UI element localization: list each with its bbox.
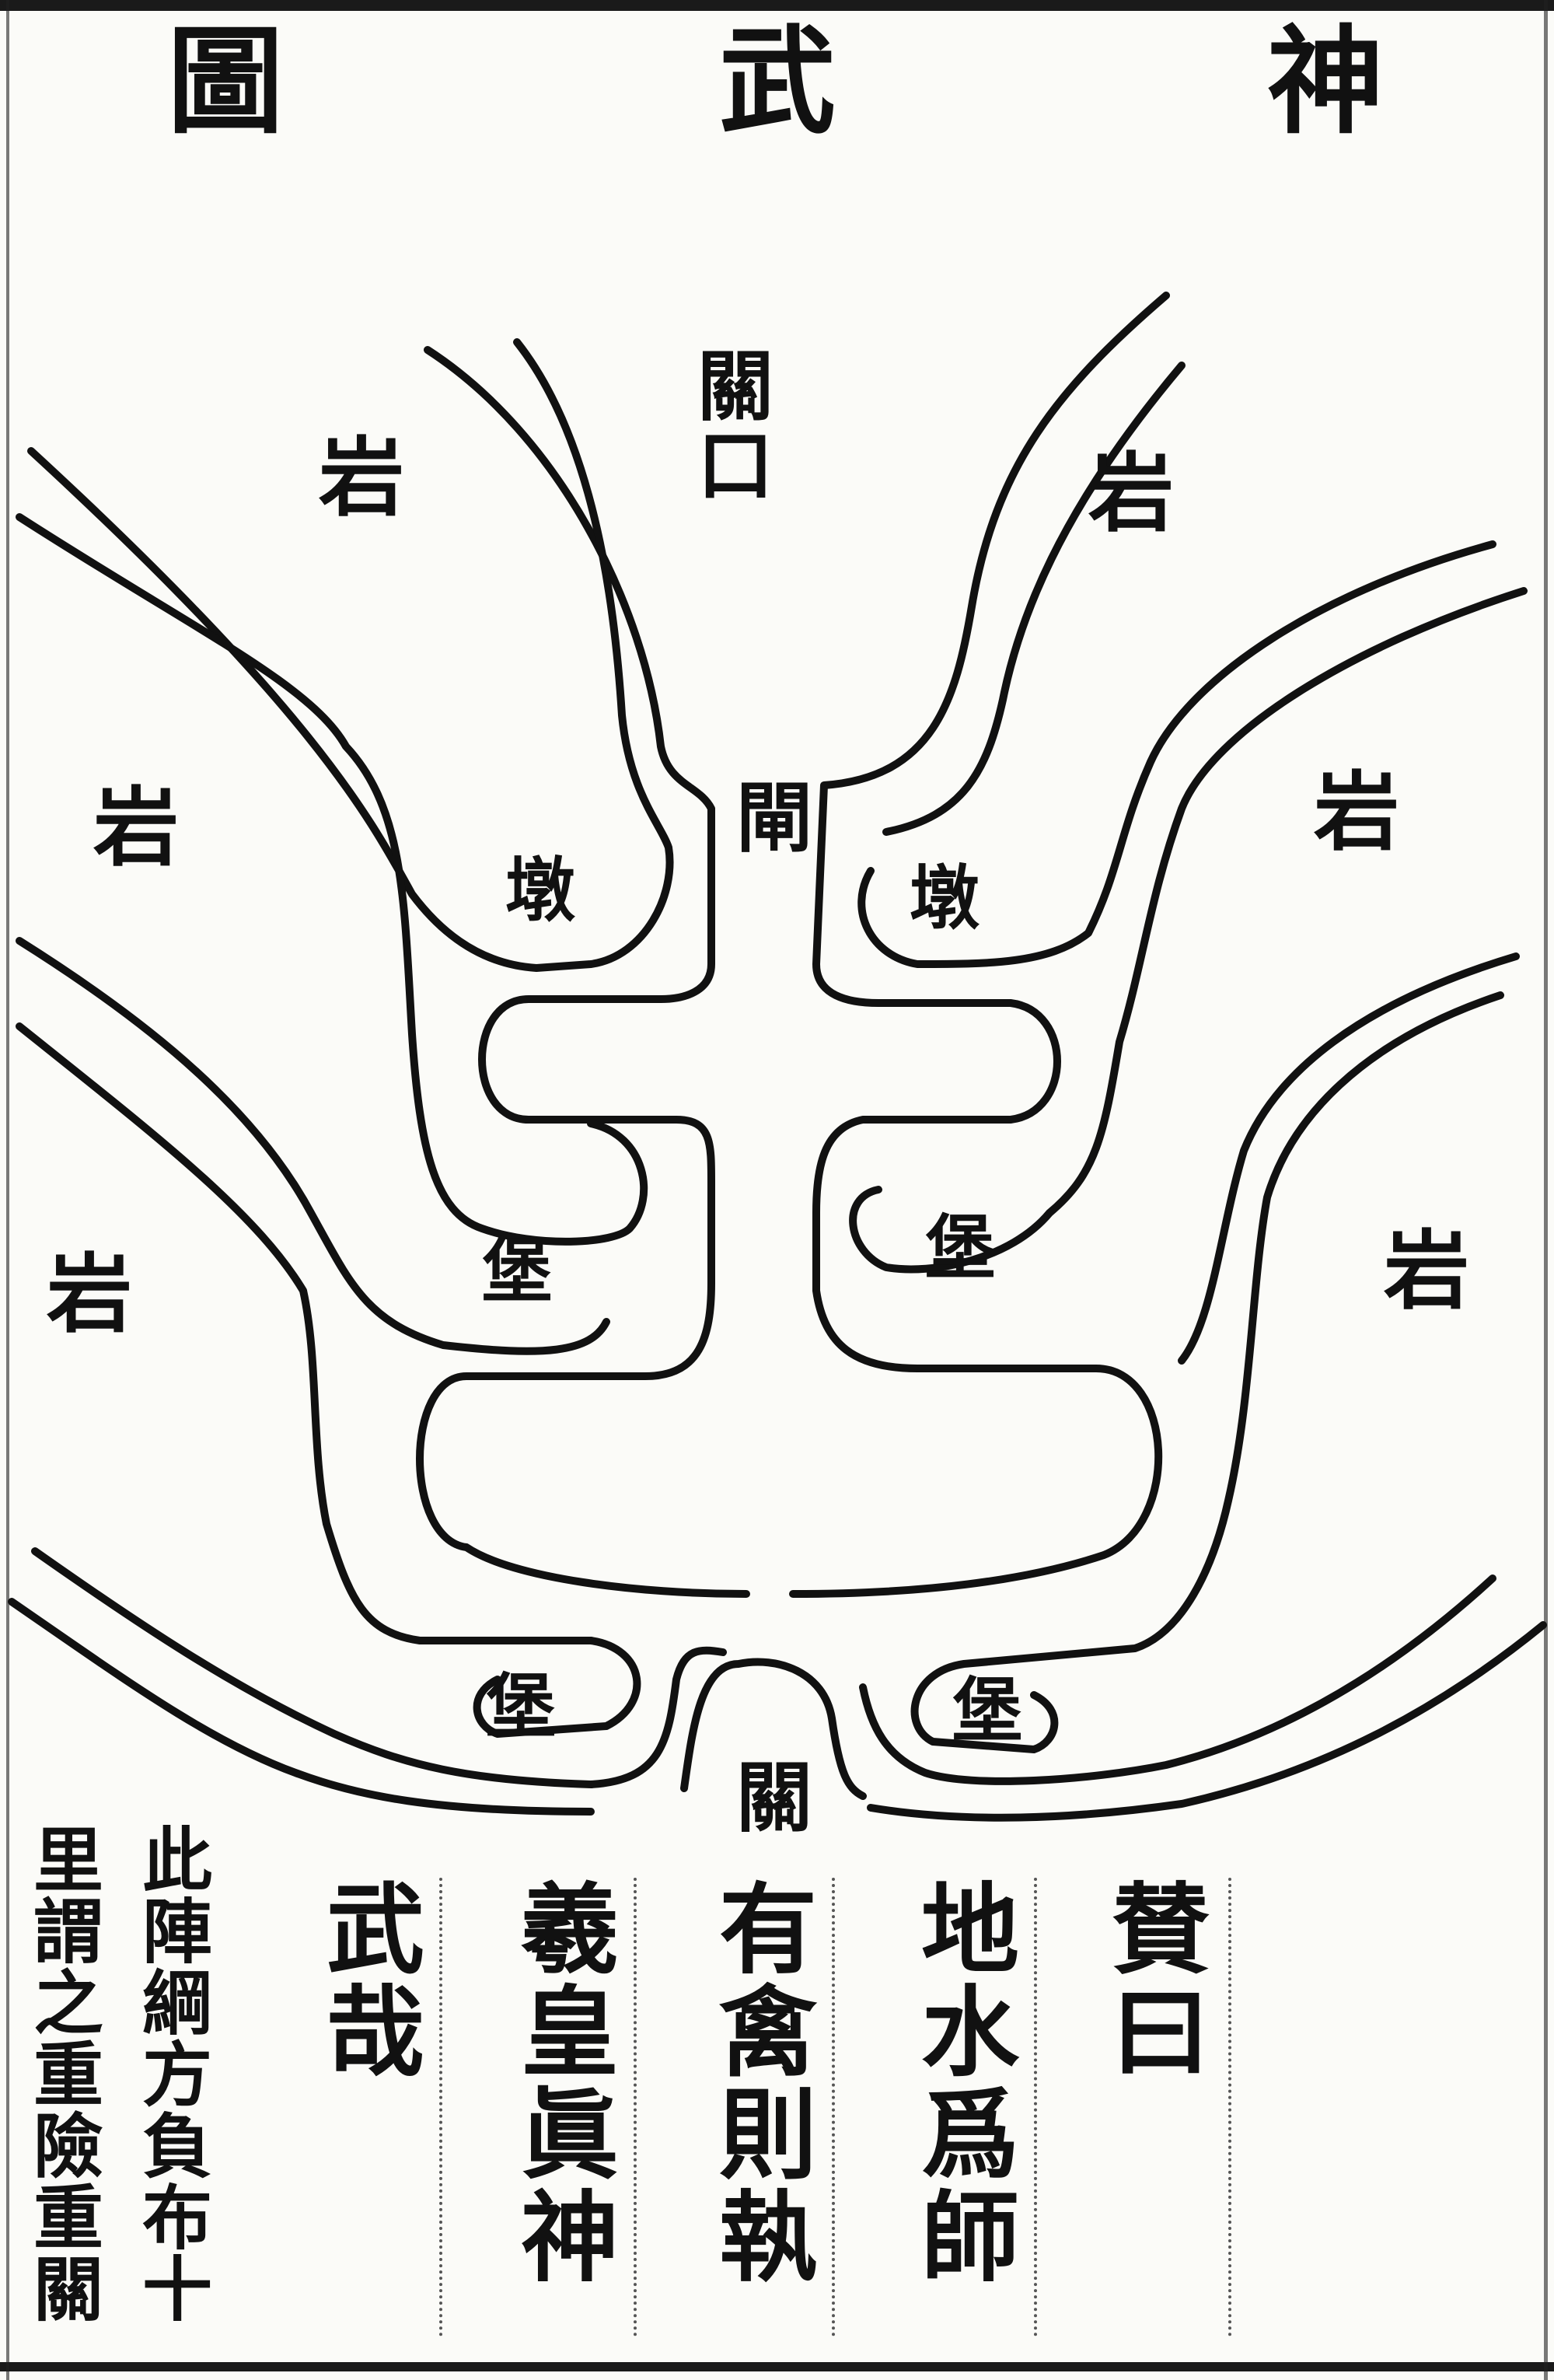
column-rule-3 bbox=[832, 1878, 835, 2336]
label-rock-3: 岩 bbox=[93, 778, 179, 878]
wall-right-bottom-lower bbox=[867, 1621, 1547, 1822]
verse-col-2: 地水爲師 bbox=[905, 1878, 1020, 2288]
wall-right-third bbox=[849, 587, 1528, 1274]
wall-right-fourth bbox=[1178, 952, 1520, 1365]
column-rule-5 bbox=[439, 1878, 442, 2336]
note-col-1: 此陣綱方負布十 bbox=[130, 1823, 212, 2324]
title-char-shen: 神 bbox=[1267, 13, 1385, 150]
wall-right-second bbox=[857, 540, 1496, 968]
column-rule-4 bbox=[634, 1878, 637, 2336]
label-rock-6: 岩 bbox=[1384, 1221, 1469, 1321]
label-rock-5: 岩 bbox=[47, 1244, 132, 1344]
column-rule-1 bbox=[1228, 1878, 1231, 2336]
label-mid-right-fort: 堡 bbox=[925, 1207, 995, 1289]
frame-top-border bbox=[0, 0, 1554, 11]
verse-col-5: 武哉 bbox=[310, 1878, 425, 2083]
wall-left-bottom-outer bbox=[31, 1547, 727, 1788]
frame-right-border bbox=[1544, 0, 1548, 2380]
note-col-2: 里謂之重險重關 bbox=[21, 1823, 103, 2324]
wall-right-upper-inner bbox=[882, 362, 1186, 836]
title-char-tu: 圖 bbox=[167, 13, 285, 150]
label-mid-left-fort: 堡 bbox=[482, 1230, 552, 1312]
label-rock-4: 岩 bbox=[1314, 762, 1399, 862]
gate-arch bbox=[680, 1658, 867, 1800]
wall-right-upper-outer bbox=[789, 292, 1170, 1598]
label-rock-2: 岩 bbox=[1088, 443, 1174, 543]
verse-col-4: 羲皇眞神 bbox=[505, 1878, 620, 2288]
label-upper-right-mound: 墩 bbox=[910, 857, 980, 939]
label-low-right-fort: 堡 bbox=[952, 1669, 1022, 1752]
wall-left-upper-outer bbox=[416, 346, 750, 1598]
frame-left-border bbox=[6, 0, 9, 2380]
wall-left-bottom-lower bbox=[8, 1598, 595, 1816]
label-lower-gate: 關 bbox=[723, 1757, 812, 1837]
wall-right-bottom-outer bbox=[859, 1574, 1496, 1785]
label-upper-gate: 閘 bbox=[723, 778, 812, 857]
title-char-wu: 武 bbox=[719, 13, 836, 150]
label-top-pass: 關口 bbox=[684, 346, 774, 505]
wall-left-fourth bbox=[16, 1022, 641, 1738]
label-upper-left-mound: 墩 bbox=[505, 849, 575, 931]
wall-right-fifth bbox=[910, 991, 1504, 1753]
column-rule-2 bbox=[1034, 1878, 1037, 2336]
verse-col-3: 有禽則執 bbox=[703, 1878, 818, 2288]
verse-col-1: 賛曰 bbox=[1095, 1878, 1210, 2083]
wall-left-third bbox=[16, 937, 610, 1355]
wall-left-upper-inner bbox=[27, 338, 674, 972]
frame-bottom-border bbox=[0, 2362, 1554, 2371]
wall-left-second bbox=[16, 513, 648, 1246]
label-low-left-fort: 堡 bbox=[486, 1665, 556, 1748]
label-rock-1: 岩 bbox=[319, 428, 404, 528]
